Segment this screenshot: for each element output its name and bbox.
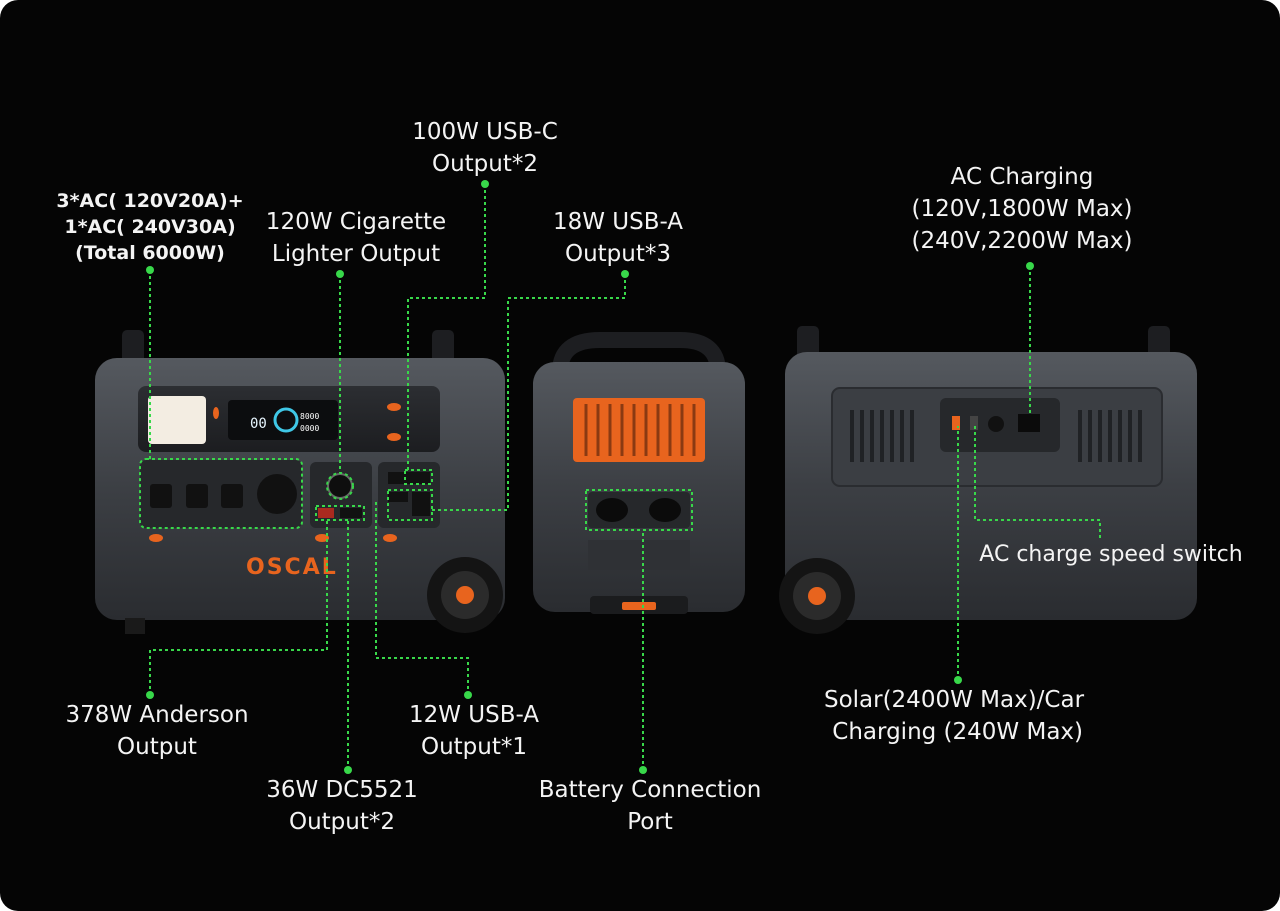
label-ac-outlets: 3*AC( 120V20A)+1*AC( 240V30A)(Total 6000…	[56, 190, 244, 264]
label-ac-charging: AC Charging(120V,1800W Max)(240V,2200W M…	[911, 164, 1133, 254]
expansion-battery	[533, 332, 745, 614]
main-unit-rear	[779, 326, 1197, 634]
label-solar-car-charging: Solar(2400W Max)/Car Charging (240W Max)	[823, 687, 1085, 745]
lcd-display	[228, 400, 338, 440]
svg-text:0000: 0000	[300, 424, 319, 433]
display-text: 00	[250, 416, 267, 432]
light-panel	[148, 396, 206, 444]
label-charge-speed-switch: AC charge speed switch	[979, 542, 1243, 567]
annotation-dots	[146, 180, 1034, 774]
svg-text:8000: 8000	[300, 412, 319, 421]
annotation-lines	[139, 184, 1101, 770]
brand-logo: OSCAL	[246, 555, 338, 580]
main-unit-front: 00 8000 0000 OSCAL	[95, 330, 505, 634]
